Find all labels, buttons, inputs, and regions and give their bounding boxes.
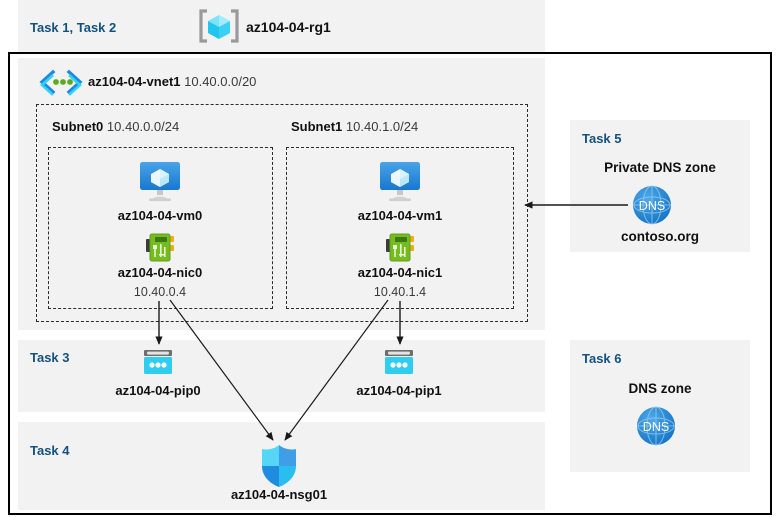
subnet0-title: Subnet0 10.40.0.0/24 xyxy=(52,119,179,134)
private-dns-zone-title: Private DNS zone xyxy=(604,160,716,175)
vnet-panel xyxy=(18,58,545,330)
subnet1-title: Subnet1 10.40.1.0/24 xyxy=(291,119,418,134)
virtual-machine-icon[interactable] xyxy=(376,160,424,202)
subnet0-boundary xyxy=(48,147,273,309)
dns-icon-text: DNS xyxy=(643,420,669,434)
vnet-name: az104-04-vnet1 xyxy=(88,74,181,89)
public-ip-address-icon[interactable] xyxy=(140,348,176,378)
resource-group-header-band xyxy=(18,0,545,52)
task3-panel xyxy=(18,340,545,412)
subnet1-label: Subnet1 xyxy=(291,119,343,134)
vnet-dashed-boundary xyxy=(36,104,528,322)
subnet1-cidr: 10.40.1.0/24 xyxy=(345,119,419,134)
dns-globe-icon[interactable]: DNS xyxy=(630,183,674,227)
vm1-name: az104-04-vm1 xyxy=(357,208,443,223)
task6-panel xyxy=(570,340,750,472)
nic1-name: az104-04-nic1 xyxy=(357,265,443,280)
nic0-ip: 10.40.0.4 xyxy=(133,285,187,299)
vm0-name: az104-04-vm0 xyxy=(117,208,203,223)
task-label-5: Task 5 xyxy=(582,131,622,146)
network-security-group-shield-icon[interactable] xyxy=(259,444,299,488)
virtual-machine-icon[interactable] xyxy=(136,160,184,202)
vnet-title: az104-04-vnet1 10.40.0.0/20 xyxy=(88,74,256,89)
nic1-ip: 10.40.1.4 xyxy=(373,285,427,299)
task-label-3: Task 3 xyxy=(30,350,70,365)
task-label-4: Task 4 xyxy=(30,443,70,458)
public-ip-address-icon[interactable] xyxy=(381,348,417,378)
task5-panel xyxy=(570,120,750,252)
network-interface-icon[interactable] xyxy=(143,232,177,264)
dns-icon-text: DNS xyxy=(639,199,665,213)
nsg-name: az104-04-nsg01 xyxy=(230,487,328,502)
dns-globe-icon[interactable]: DNS xyxy=(634,404,678,448)
dns-zone-title: DNS zone xyxy=(628,381,692,396)
pip1-name: az104-04-pip1 xyxy=(356,383,442,398)
private-dns-zone-name: contoso.org xyxy=(621,229,699,244)
subnet0-cidr: 10.40.0.0/24 xyxy=(106,119,180,134)
network-interface-icon[interactable] xyxy=(383,232,417,264)
vnet-cidr: 10.40.0.0/20 xyxy=(184,74,257,89)
resource-group-cube-icon xyxy=(198,8,240,44)
subnet0-label: Subnet0 xyxy=(52,119,104,134)
resource-group-name: az104-04-rg1 xyxy=(246,19,331,35)
task-label-6: Task 6 xyxy=(582,351,622,366)
virtual-network-icon xyxy=(38,69,84,96)
task-label-1-2: Task 1, Task 2 xyxy=(30,20,117,35)
pip0-name: az104-04-pip0 xyxy=(115,383,201,398)
nic0-name: az104-04-nic0 xyxy=(117,265,203,280)
